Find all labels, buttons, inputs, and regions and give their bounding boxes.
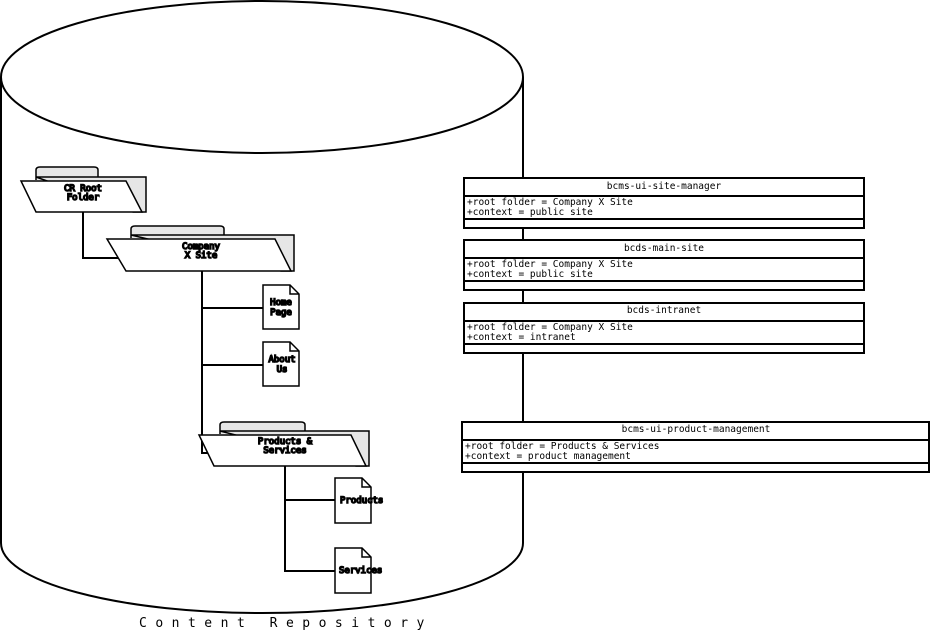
box-attribute: +root folder = Company X Site (467, 197, 633, 208)
folder-label-line2: Folder (67, 193, 100, 203)
document-label: Products (340, 496, 383, 506)
cylinder-body (0, 77, 524, 614)
folder-products-services: Products & Services (197, 421, 370, 467)
folder-front (19, 180, 144, 213)
document-fold (289, 342, 299, 352)
document-body (262, 284, 300, 330)
folder-label-line2: X Site (185, 251, 218, 261)
document-services: Services (334, 547, 383, 594)
repository-label: Content Repository (139, 616, 433, 631)
box-attribute: +root folder = Company X Site (467, 259, 633, 270)
context-box-site-manager: bcms-ui-site-manager +root folder = Comp… (463, 177, 865, 229)
folder-company-site: Company X Site (105, 225, 295, 272)
box-attribute: +context = public site (467, 207, 593, 218)
folder-front (105, 238, 293, 272)
box-attribute: +context = product management (465, 451, 631, 462)
connector-products-trunk (284, 466, 335, 572)
document-fold (361, 548, 371, 558)
document-label-line1: About (268, 355, 295, 365)
folder-label-line1: CR Root (64, 184, 102, 194)
connector-site-trunk (201, 271, 210, 454)
document-home-page: Home Page (262, 284, 300, 330)
folder-label-line1: Products & (258, 437, 313, 447)
folder-cr-root: CR Root Folder (19, 166, 147, 213)
document-body (262, 341, 300, 387)
context-box-product-management: bcms-ui-product-management +root folder … (461, 421, 930, 473)
box-attribute: +context = public site (467, 269, 593, 280)
context-box-main-site: bcds-main-site +root folder = Company X … (463, 239, 865, 291)
document-label-line1: Home (270, 298, 292, 308)
box-attribute: +root folder = Company X Site (467, 322, 633, 333)
folder-label-line2: Services (263, 446, 306, 456)
box-title: bcms-ui-product-management (622, 424, 771, 435)
document-products: Products (334, 477, 384, 524)
repository-cylinder (0, 0, 524, 614)
document-label-line2: Page (270, 308, 292, 318)
folder-label-line1: Company (182, 242, 221, 252)
document-fold (289, 285, 299, 295)
box-title: bcds-main-site (624, 243, 704, 254)
box-title: bcms-ui-site-manager (607, 181, 722, 192)
document-body (334, 477, 372, 524)
context-box-intranet: bcds-intranet +root folder = Company X S… (463, 302, 865, 354)
document-about-us: About Us (262, 341, 300, 387)
cylinder-top (0, 0, 524, 154)
box-title: bcds-intranet (627, 305, 701, 316)
document-label: Services (339, 566, 382, 576)
connector-root-to-site (82, 212, 122, 259)
document-label-line2: Us (277, 365, 288, 375)
folder-front (197, 434, 368, 467)
document-fold (361, 478, 371, 488)
box-attribute: +context = intranet (467, 332, 576, 343)
box-attribute: +root folder = Products & Services (465, 441, 659, 452)
document-body (334, 547, 372, 594)
